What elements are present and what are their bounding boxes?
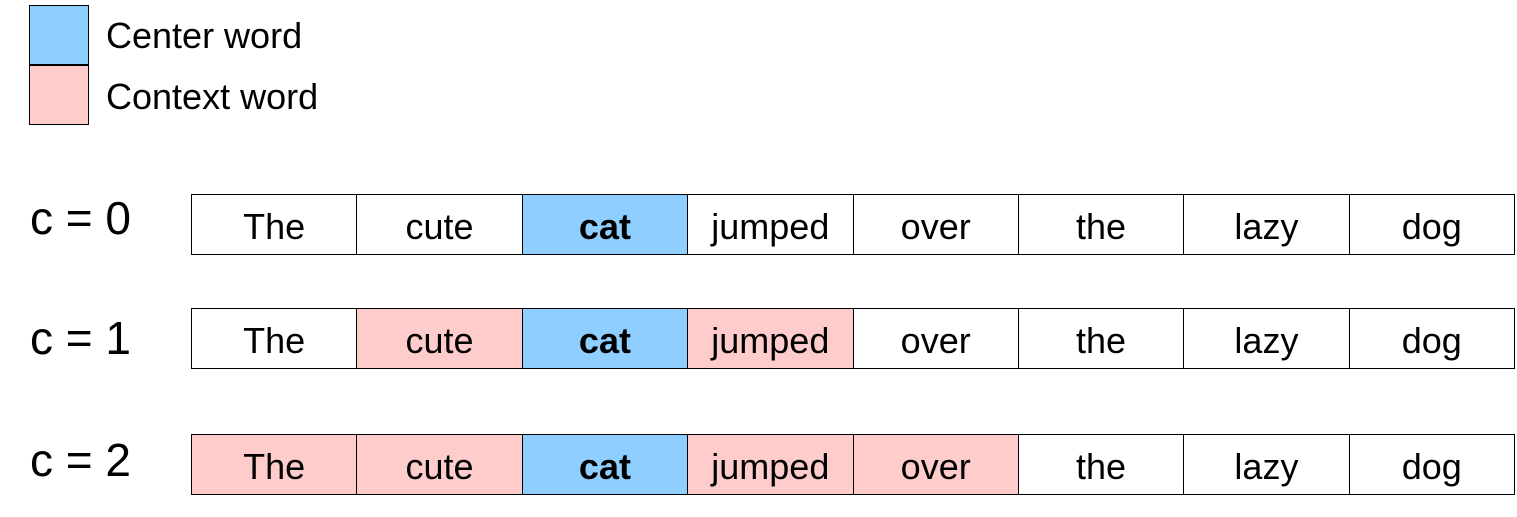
word-cell: dog (1348, 309, 1514, 368)
word-cell: The (192, 195, 357, 254)
center-word-cell: cat (521, 435, 688, 494)
center-word-swatch (29, 5, 89, 65)
word-cell: jumped (687, 195, 853, 254)
center-word-cell: cat (521, 309, 688, 368)
context-word-swatch (29, 65, 89, 125)
context-word-cell: cute (356, 435, 522, 494)
word-cell: The (192, 309, 357, 368)
context-word-cell: over (852, 435, 1018, 494)
context-word-cell: cute (356, 309, 522, 368)
word-cell: the (1017, 195, 1184, 254)
word-cell: lazy (1183, 435, 1349, 494)
word-cell: the (1017, 435, 1184, 494)
word-cell: lazy (1183, 195, 1349, 254)
window-size-label: c = 2 (30, 434, 132, 486)
word-cell: lazy (1183, 309, 1349, 368)
context-word-cell: The (192, 435, 357, 494)
context-word-cell: jumped (687, 309, 853, 368)
window-size-label: c = 0 (30, 192, 132, 244)
word-cell: over (852, 195, 1018, 254)
word-cell: dog (1348, 435, 1514, 494)
context-word-legend-label: Context word (106, 76, 319, 117)
word-cell: dog (1348, 195, 1514, 254)
center-word-cell: cat (521, 195, 688, 254)
center-word-legend-label: Center word (106, 15, 303, 56)
word-cell: the (1017, 309, 1184, 368)
word-cell: cute (356, 195, 522, 254)
word-cell: over (852, 309, 1018, 368)
window-size-label: c = 1 (30, 312, 132, 364)
context-word-cell: jumped (687, 435, 853, 494)
